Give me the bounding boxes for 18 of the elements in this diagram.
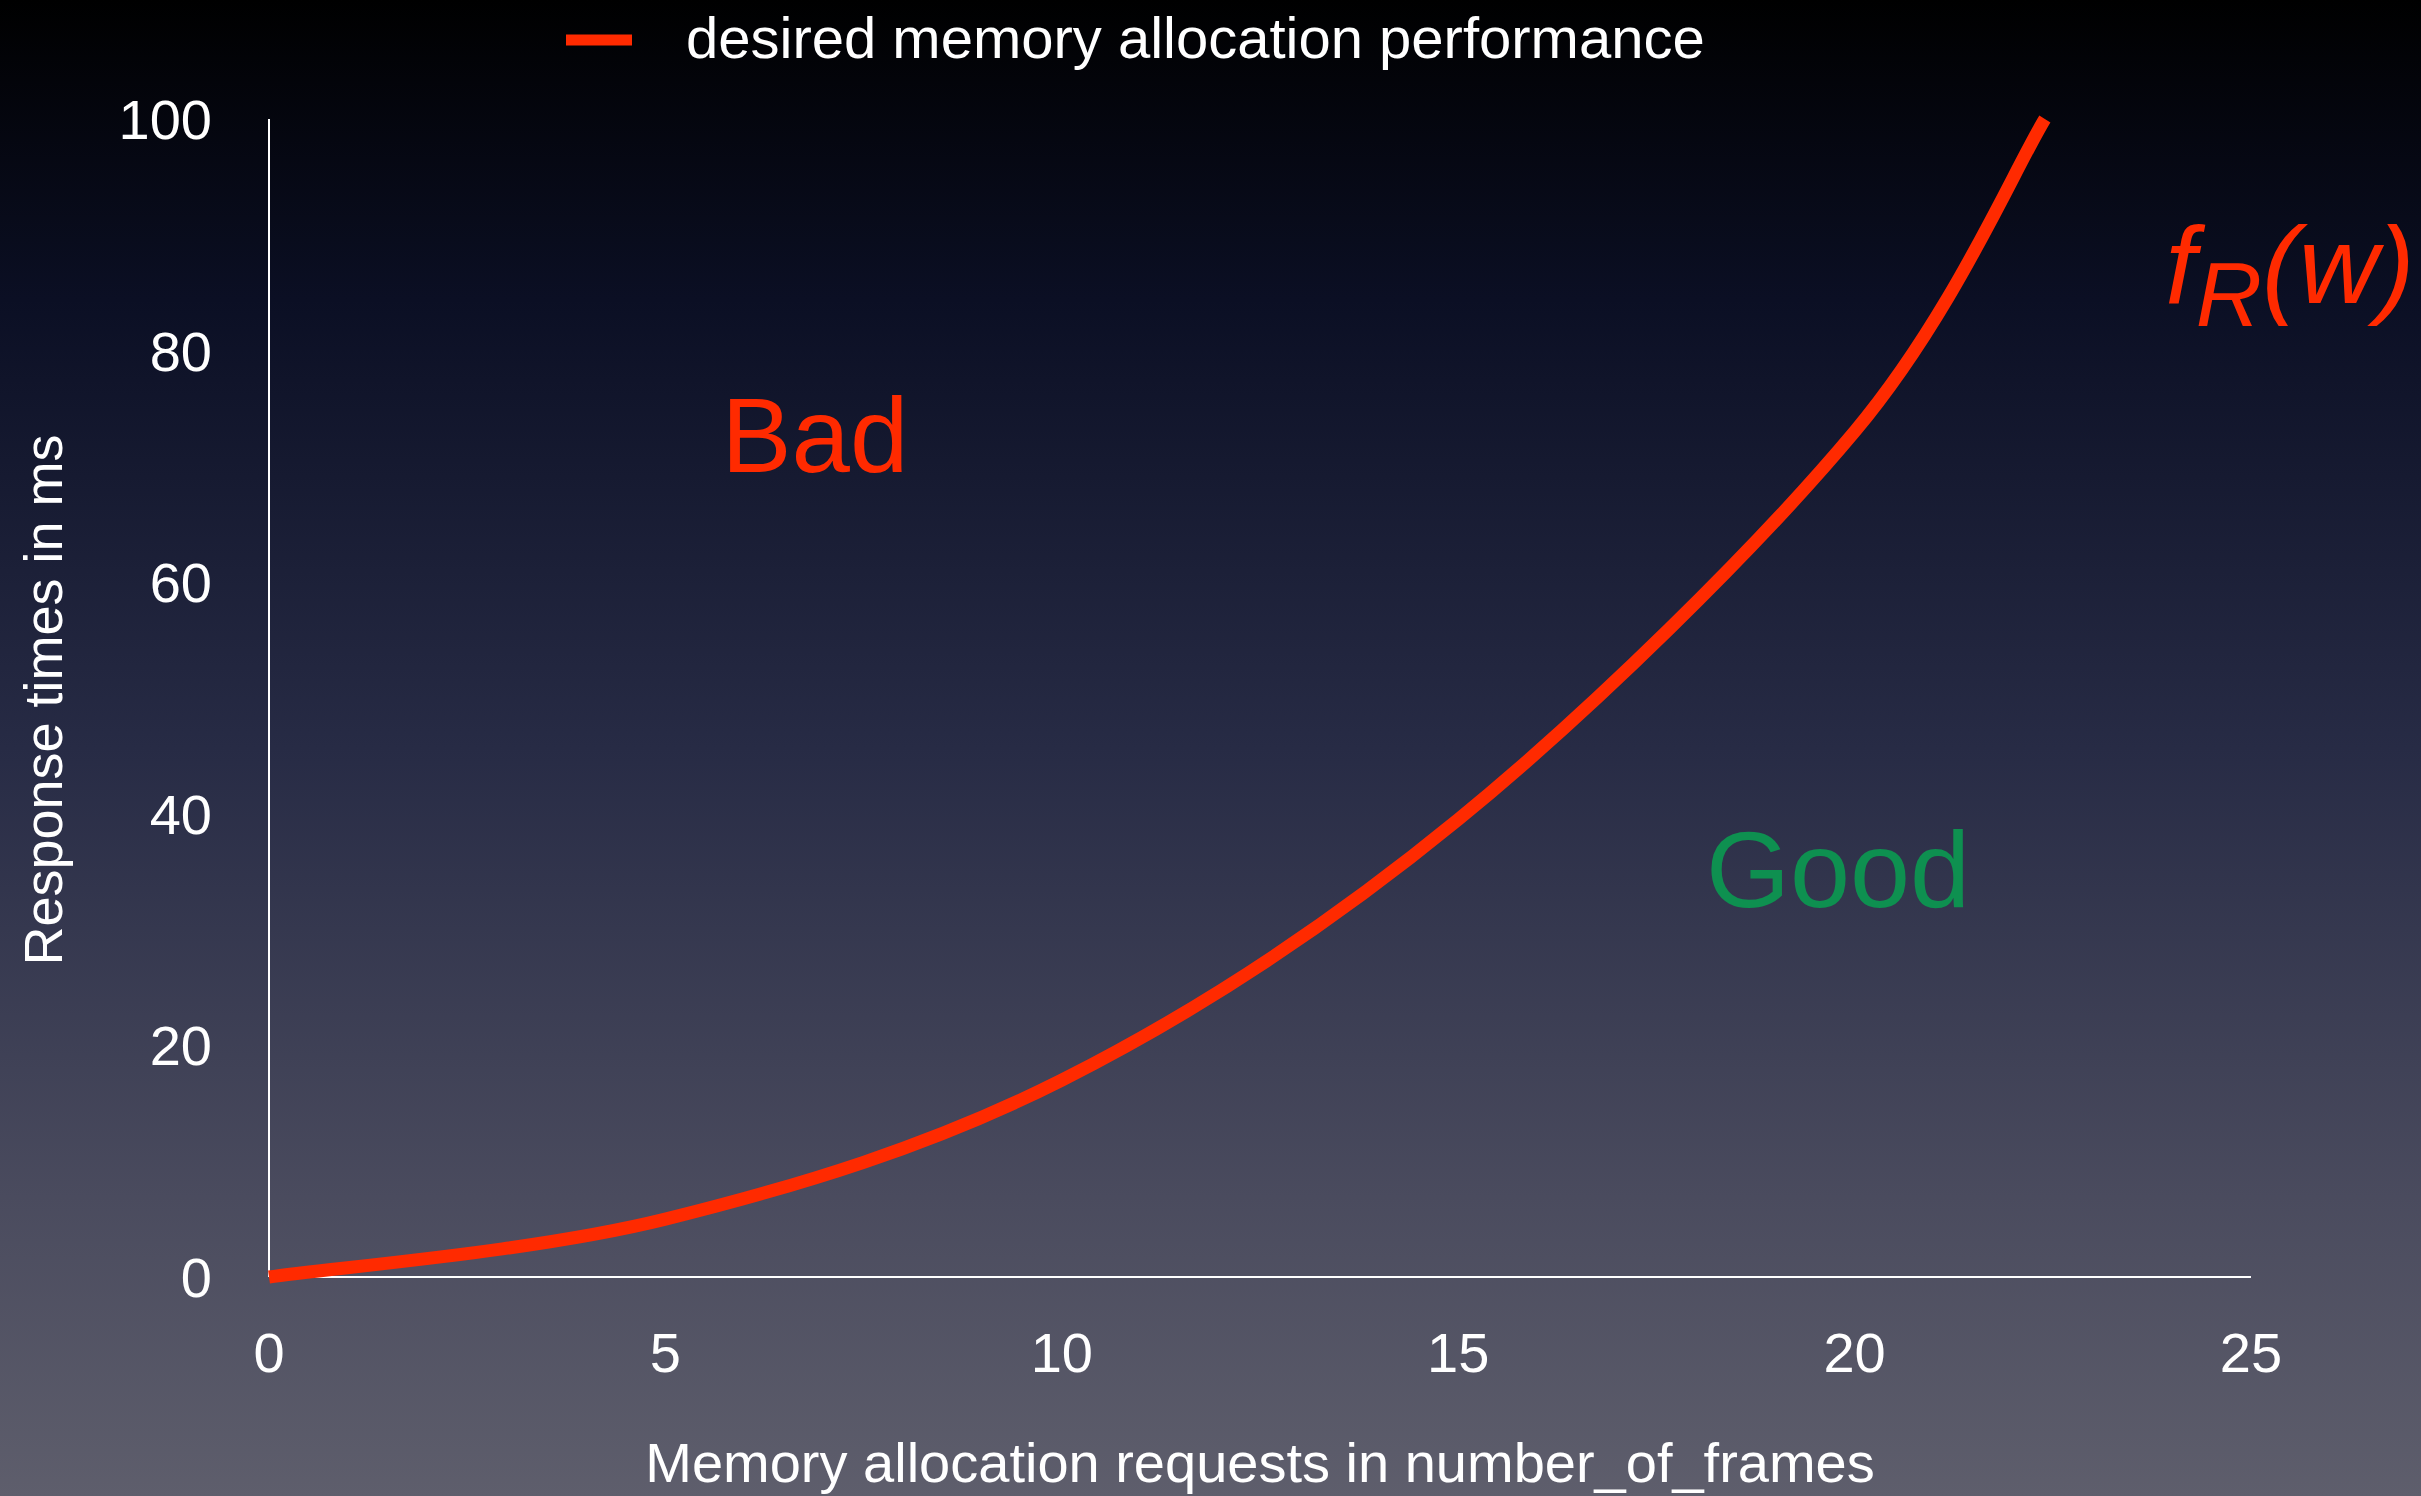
y-tick-label: 0: [180, 1246, 212, 1309]
region-label: Bad: [721, 382, 909, 488]
x-tick-label: 10: [1030, 1321, 1093, 1384]
legend-label: desired memory allocation performance: [686, 5, 1705, 70]
x-tick-label: 25: [2219, 1321, 2283, 1384]
y-tick-label: 100: [118, 88, 212, 151]
y-tick-label: 60: [149, 551, 212, 615]
y-axis-title: Response times in ms: [13, 434, 73, 966]
function-label: f$_{R}$(w): [2165, 209, 2415, 341]
region-label: Good: [1705, 816, 1971, 924]
y-tick-label: 20: [149, 1014, 212, 1078]
x-tick-label: 15: [1427, 1321, 1490, 1384]
x-tick-label: 0: [253, 1321, 285, 1384]
y-tick-label: 40: [149, 782, 212, 846]
x-tick-label: 5: [649, 1321, 681, 1384]
y-tick-label: 80: [149, 319, 212, 383]
x-tick-label: 20: [1823, 1321, 1886, 1384]
x-axis-title: Memory allocation requests in number_of_frames: [645, 1431, 1875, 1494]
